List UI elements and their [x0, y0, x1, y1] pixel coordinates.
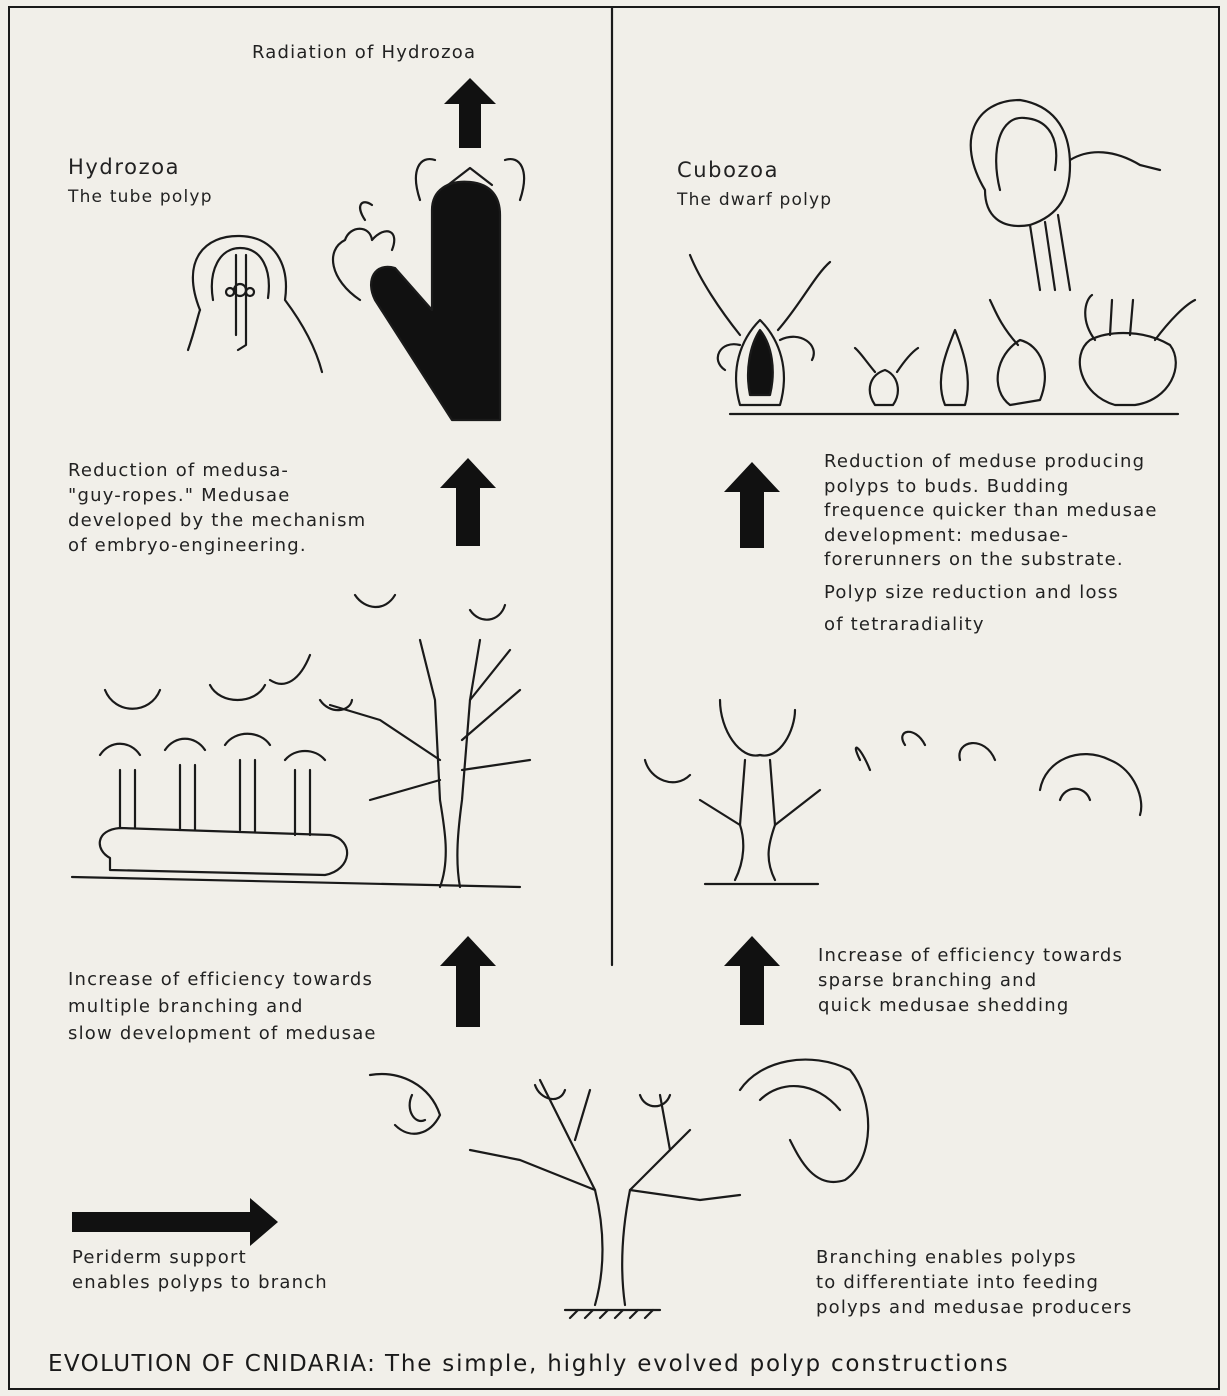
arrow-right-periderm	[72, 1198, 278, 1246]
colony-bottom	[370, 1060, 868, 1318]
text-line: "guy-ropes." Medusae	[68, 483, 366, 508]
text-line: frequence quicker than medusae	[824, 499, 1158, 524]
text-line: slow development of medusae	[68, 1020, 377, 1047]
text-line: Increase of efficiency towards	[68, 966, 377, 993]
hydrozoa-title: Hydrozoa	[68, 155, 180, 180]
text-line: forerunners on the substrate.	[824, 548, 1158, 573]
arrow-up-right-low	[724, 936, 780, 1025]
left-low-text: Increase of efficiency towards multiple …	[68, 966, 377, 1047]
text-line: multiple branching and	[68, 993, 377, 1020]
arrow-up-left-low	[440, 936, 496, 1027]
colony-left-mid	[72, 595, 530, 887]
caption-rest: The simple, highly evolved polyp constru…	[385, 1351, 1009, 1377]
cubozoa-title: Cubozoa	[677, 158, 779, 183]
arrow-up-left-mid	[440, 458, 496, 546]
text-line: polyps to buds. Budding	[824, 475, 1158, 500]
text-line: Increase of efficiency towards	[818, 943, 1123, 968]
text-line: polyps and medusae producers	[816, 1295, 1132, 1320]
branching-text: Branching enables polyps to differentiat…	[816, 1245, 1132, 1320]
text-line: of tetraradiality	[824, 613, 1158, 638]
text-line: Polyp size reduction and loss	[824, 581, 1158, 606]
text-line: quick medusae shedding	[818, 993, 1123, 1018]
left-mid-text: Reduction of medusa- "guy-ropes." Medusa…	[68, 458, 366, 558]
text-line: Reduction of meduse producing	[824, 450, 1158, 475]
text-line: development: medusae-	[824, 524, 1158, 549]
text-line: of embryo-engineering.	[68, 533, 366, 558]
periderm-text: Periderm support enables polyps to branc…	[72, 1245, 328, 1295]
arrow-up-radiation	[444, 78, 496, 148]
figure-caption: EVOLUTION OF CNIDARIA: The simple, highl…	[48, 1351, 1009, 1377]
text-line: Reduction of medusa-	[68, 458, 366, 483]
text-line: to differentiate into feeding	[816, 1270, 1132, 1295]
arrow-up-right-mid	[724, 462, 780, 548]
caption-lead: EVOLUTION OF CNIDARIA:	[48, 1351, 376, 1377]
text-line: enables polyps to branch	[72, 1270, 328, 1295]
text-line: Periderm support	[72, 1245, 328, 1270]
colony-right-mid	[645, 700, 1141, 884]
hydrozoa-subtitle: The tube polyp	[68, 185, 213, 210]
text-line: sparse branching and	[818, 968, 1123, 993]
cubozoa-subtitle: The dwarf polyp	[677, 188, 832, 213]
text-line: developed by the mechanism	[68, 508, 366, 533]
radiation-label: Radiation of Hydrozoa	[252, 40, 476, 65]
tube-polyp-small	[188, 236, 322, 372]
cubozoa-polyps	[690, 100, 1195, 414]
text-line: Branching enables polyps	[816, 1245, 1132, 1270]
tube-polyp-black	[333, 159, 524, 420]
right-mid-text: Reduction of meduse producing polyps to …	[824, 450, 1158, 638]
right-low-text: Increase of efficiency towards sparse br…	[818, 943, 1123, 1018]
